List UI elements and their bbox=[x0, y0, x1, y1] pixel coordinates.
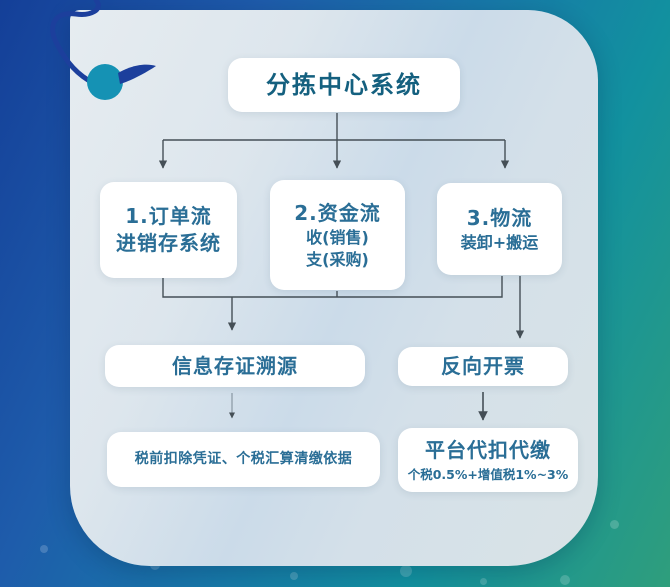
background-dot bbox=[290, 572, 298, 580]
node-logistics: 3.物流 装卸+搬运 bbox=[437, 183, 562, 275]
node-capital-flow: 2.资金流 收(销售) 支(采购) bbox=[270, 180, 405, 290]
order-flow-line1: 1.订单流 bbox=[125, 204, 212, 228]
node-reverse-invoice: 反向开票 bbox=[398, 347, 568, 386]
node-order-flow: 1.订单流 进销存系统 bbox=[100, 182, 237, 278]
node-info-trace: 信息存证溯源 bbox=[105, 345, 365, 387]
background-dot bbox=[560, 575, 570, 585]
info-trace-label: 信息存证溯源 bbox=[172, 353, 298, 378]
background-dot bbox=[400, 565, 412, 577]
background-dot bbox=[610, 520, 619, 529]
background-dot bbox=[480, 578, 487, 585]
background-dot bbox=[40, 545, 48, 553]
capital-flow-line1: 2.资金流 bbox=[294, 200, 381, 225]
tax-deduction-label: 税前扣除凭证、个税汇算清缴依据 bbox=[134, 451, 353, 468]
logistics-line2: 装卸+搬运 bbox=[460, 232, 539, 252]
node-tax-deduction: 税前扣除凭证、个税汇算清缴依据 bbox=[107, 432, 380, 487]
platform-withholding-sub: 个税0.5%+增值税1%~3% bbox=[407, 466, 569, 482]
platform-withholding-title: 平台代扣代缴 bbox=[425, 437, 551, 462]
order-flow-line2: 进销存系统 bbox=[116, 231, 221, 255]
logistics-line1: 3.物流 bbox=[466, 205, 533, 230]
capital-flow-line2: 收(销售) bbox=[306, 227, 369, 247]
reverse-invoice-label: 反向开票 bbox=[441, 354, 525, 378]
node-platform-withholding: 平台代扣代缴 个税0.5%+增值税1%~3% bbox=[398, 428, 578, 492]
node-sorting-center-title: 分拣中心系统 bbox=[228, 58, 460, 112]
title-label: 分拣中心系统 bbox=[266, 70, 422, 99]
capital-flow-line3: 支(采购) bbox=[306, 249, 369, 269]
